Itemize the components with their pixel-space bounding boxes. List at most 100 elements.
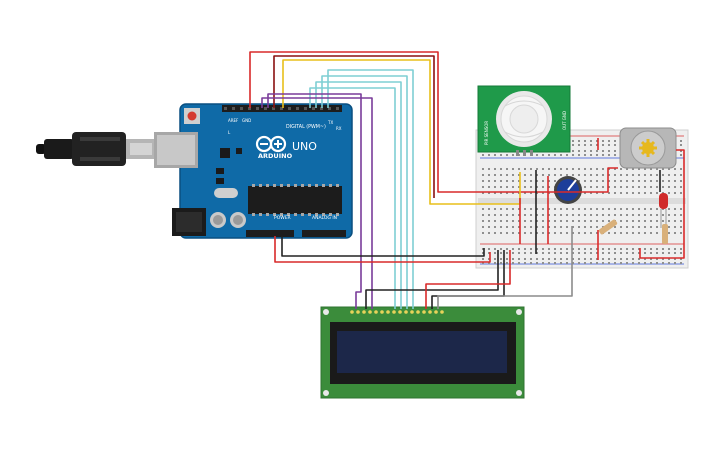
breadboard-hole: [638, 220, 640, 222]
breadboard-hole: [626, 180, 628, 182]
breadboard-hole: [656, 192, 658, 194]
breadboard-hole: [656, 262, 658, 264]
breadboard-hole: [560, 226, 562, 228]
breadboard-hole: [584, 208, 586, 210]
breadboard-hole: [584, 252, 586, 254]
breadboard-hole: [590, 232, 592, 234]
breadboard-hole: [530, 232, 532, 234]
breadboard-hole: [638, 168, 640, 170]
breadboard-hole: [554, 248, 556, 250]
breadboard-hole: [590, 252, 592, 254]
breadboard-hole: [494, 214, 496, 216]
breadboard-hole: [524, 232, 526, 234]
breadboard-hole: [656, 208, 658, 210]
breadboard-hole: [554, 258, 556, 260]
breadboard-hole: [668, 174, 670, 176]
breadboard-hole: [572, 262, 574, 264]
breadboard-hole: [620, 186, 622, 188]
breadboard-hole: [560, 262, 562, 264]
breadboard-hole: [482, 232, 484, 234]
breadboard-hole: [518, 252, 520, 254]
breadboard-hole: [572, 168, 574, 170]
breadboard-hole: [542, 192, 544, 194]
breadboard-hole: [596, 140, 598, 142]
breadboard-hole: [644, 186, 646, 188]
lcd-pin: [362, 310, 366, 314]
breadboard-hole: [494, 232, 496, 234]
breadboard-hole: [674, 192, 676, 194]
breadboard-hole: [620, 258, 622, 260]
breadboard-hole: [596, 154, 598, 156]
breadboard-hole: [488, 208, 490, 210]
breadboard-hole: [626, 168, 628, 170]
breadboard-hole: [488, 168, 490, 170]
breadboard-hole: [572, 258, 574, 260]
breadboard-hole: [608, 186, 610, 188]
breadboard-hole: [602, 214, 604, 216]
breadboard-hole: [674, 174, 676, 176]
breadboard-hole: [548, 214, 550, 216]
breadboard-hole: [656, 168, 658, 170]
breadboard-hole: [608, 248, 610, 250]
breadboard-hole: [626, 262, 628, 264]
breadboard-hole: [620, 192, 622, 194]
breadboard-hole: [506, 248, 508, 250]
breadboard-hole: [626, 258, 628, 260]
breadboard-hole: [644, 220, 646, 222]
breadboard-hole: [530, 258, 532, 260]
potentiometer-icon[interactable]: [554, 176, 582, 204]
breadboard-hole: [488, 226, 490, 228]
breadboard-hole: [530, 168, 532, 170]
breadboard-hole: [614, 252, 616, 254]
wire-cyan-2: [315, 81, 402, 309]
breadboard-hole: [596, 252, 598, 254]
lcd-pin: [422, 310, 426, 314]
breadboard-hole: [620, 220, 622, 222]
breadboard-hole: [620, 168, 622, 170]
breadboard-hole: [500, 214, 502, 216]
breadboard-hole: [488, 174, 490, 176]
breadboard-hole: [668, 208, 670, 210]
breadboard-hole: [500, 262, 502, 264]
arduino-logo: [255, 135, 287, 153]
breadboard-hole: [542, 258, 544, 260]
breadboard-hole: [488, 248, 490, 250]
breadboard-hole: [536, 248, 538, 250]
breadboard-hole: [608, 140, 610, 142]
breadboard-hole: [572, 154, 574, 156]
breadboard-hole: [650, 174, 652, 176]
breadboard-hole: [500, 220, 502, 222]
breadboard-hole: [662, 262, 664, 264]
breadboard-hole: [512, 154, 514, 156]
breadboard-hole: [602, 186, 604, 188]
breadboard-hole: [668, 232, 670, 234]
breadboard-hole: [596, 226, 598, 228]
breadboard-hole: [518, 258, 520, 260]
breadboard-hole: [632, 208, 634, 210]
breadboard-hole: [632, 214, 634, 216]
breadboard-hole: [662, 180, 664, 182]
breadboard-hole: [500, 168, 502, 170]
breadboard-hole: [674, 226, 676, 228]
breadboard-hole: [554, 168, 556, 170]
breadboard-hole: [602, 262, 604, 264]
breadboard-hole: [506, 226, 508, 228]
breadboard-hole: [524, 214, 526, 216]
breadboard-hole: [578, 168, 580, 170]
breadboard-hole: [536, 192, 538, 194]
breadboard-hole: [596, 262, 598, 264]
power-header: [246, 230, 294, 237]
tx-label: TX: [327, 120, 333, 125]
breadboard-hole: [680, 154, 682, 156]
breadboard-hole: [632, 192, 634, 194]
breadboard-hole: [500, 252, 502, 254]
breadboard-hole: [542, 252, 544, 254]
breadboard-hole: [656, 186, 658, 188]
breadboard-hole: [632, 252, 634, 254]
breadboard-hole: [578, 154, 580, 156]
breadboard-hole: [524, 252, 526, 254]
breadboard-hole: [584, 226, 586, 228]
breadboard-hole: [542, 220, 544, 222]
breadboard-hole: [602, 248, 604, 250]
breadboard-hole: [620, 180, 622, 182]
